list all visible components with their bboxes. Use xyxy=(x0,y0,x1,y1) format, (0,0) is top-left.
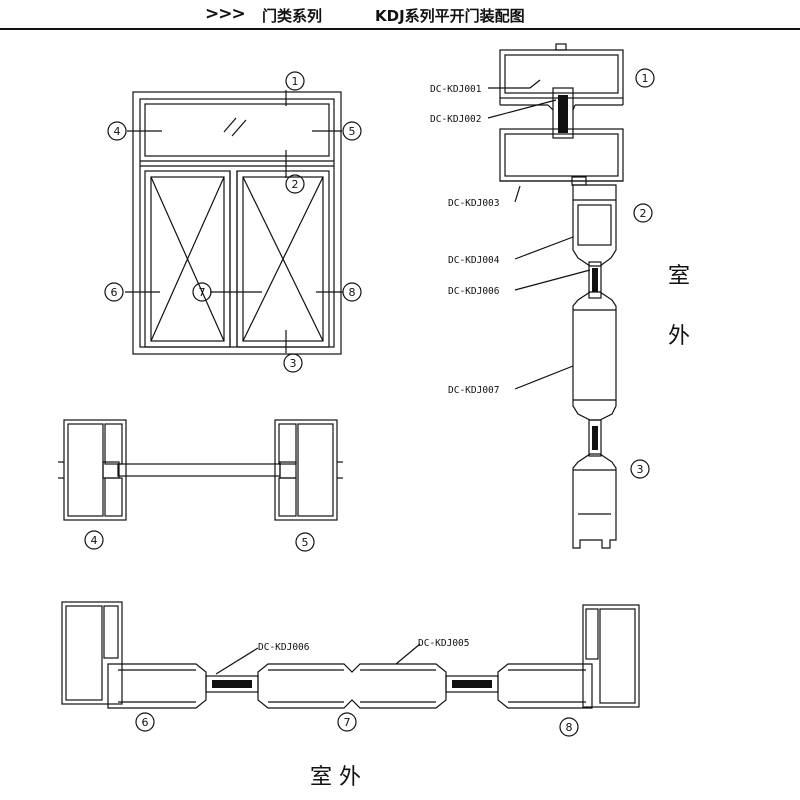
header-series: 门类系列 xyxy=(262,7,323,25)
marker-3 xyxy=(283,353,303,373)
section-transom xyxy=(499,128,624,182)
door-section xyxy=(61,601,640,709)
door-left-jamb xyxy=(61,601,123,705)
outdoor-label-bottom: 室 外 xyxy=(310,765,361,790)
marker-3-section xyxy=(630,459,650,479)
label-kdj007: DC-KDJ007 xyxy=(448,385,499,396)
svg-text:8: 8 xyxy=(349,286,356,299)
label-kdj003: DC-KDJ003 xyxy=(448,198,499,209)
header-rule xyxy=(0,28,800,30)
marker-2 xyxy=(285,174,305,194)
marker-6 xyxy=(104,282,124,302)
marker-5 xyxy=(342,121,362,141)
marker-8-door xyxy=(559,717,579,737)
marker-8 xyxy=(342,282,362,302)
marker-4-transom xyxy=(84,530,104,550)
header-title: KDJ系列平开门装配图 xyxy=(375,7,525,25)
marker-5-transom xyxy=(295,532,315,552)
transom-left-jamb xyxy=(63,419,127,521)
outdoor-label-1: 室 xyxy=(668,264,690,289)
label-kdj002: DC-KDJ002 xyxy=(430,114,481,125)
svg-text:3: 3 xyxy=(637,463,644,476)
marker-7-door xyxy=(337,712,357,732)
label-kdj006-horizontal: DC-KDJ006 xyxy=(258,642,310,653)
door-center-profile xyxy=(257,663,447,709)
page-header: >>> 门类系列 KDJ系列平开门装配图 xyxy=(0,0,800,30)
svg-text:7: 7 xyxy=(199,286,206,299)
svg-text:3: 3 xyxy=(290,357,297,370)
svg-text:6: 6 xyxy=(142,716,149,729)
svg-text:5: 5 xyxy=(302,536,309,549)
transom-glass xyxy=(117,463,281,477)
door-elevation xyxy=(125,90,343,355)
section-markers: 1 2 3 xyxy=(630,68,655,479)
leaf-top-profile xyxy=(572,184,617,267)
door-right-jamb xyxy=(582,604,640,708)
label-kdj005: DC-KDJ005 xyxy=(418,638,469,649)
svg-text:6: 6 xyxy=(111,286,118,299)
glazing-bead xyxy=(552,87,574,139)
door-outer-frame xyxy=(132,91,342,355)
svg-text:5: 5 xyxy=(349,125,356,138)
transom-panel xyxy=(144,103,330,157)
transom-right-jamb xyxy=(274,419,338,521)
svg-text:7: 7 xyxy=(344,716,351,729)
vertical-section xyxy=(487,43,624,549)
marker-2-section xyxy=(633,203,653,223)
label-kdj004: DC-KDJ004 xyxy=(448,255,500,266)
svg-text:1: 1 xyxy=(292,75,299,88)
label-kdj001: DC-KDJ001 xyxy=(430,84,482,95)
profile-007 xyxy=(572,291,617,421)
marker-1 xyxy=(285,71,305,91)
outdoor-label-2: 外 xyxy=(668,324,690,349)
header-arrows: >>> xyxy=(205,4,246,24)
marker-7 xyxy=(192,282,212,302)
section-top-frame xyxy=(499,49,624,99)
glass-mark xyxy=(223,117,237,133)
leaf-bottom-profile xyxy=(572,453,617,549)
marker-4 xyxy=(107,121,127,141)
svg-text:1: 1 xyxy=(642,72,649,85)
elevation-markers: 1 2 3 4 5 6 7 8 xyxy=(104,71,362,373)
marker-1-section xyxy=(635,68,655,88)
svg-text:4: 4 xyxy=(91,534,98,547)
bead-006-upper xyxy=(588,261,602,299)
svg-text:2: 2 xyxy=(292,178,299,191)
transom-section xyxy=(58,419,343,521)
svg-text:8: 8 xyxy=(566,721,573,734)
svg-text:4: 4 xyxy=(114,125,121,138)
door-right-leaf xyxy=(497,663,593,709)
door-left-leaf xyxy=(107,663,207,709)
marker-6-door xyxy=(135,712,155,732)
svg-text:2: 2 xyxy=(640,207,647,220)
bead-006-lower xyxy=(588,419,602,457)
label-kdj006-vertical: DC-KDJ006 xyxy=(448,286,500,297)
